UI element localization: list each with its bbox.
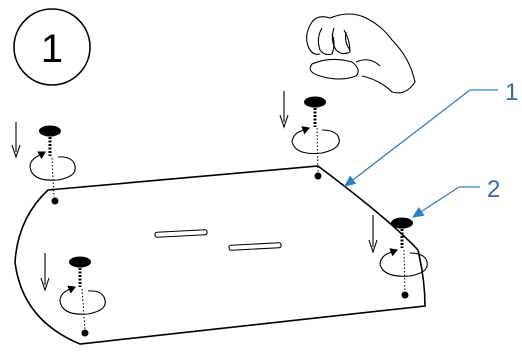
screw-icon xyxy=(391,217,413,248)
screw-icon xyxy=(39,125,61,156)
rotate-arrow-icon xyxy=(29,156,76,181)
rotate-arrow-icon xyxy=(379,252,428,277)
rotate-arrow-icon xyxy=(291,129,340,155)
screw-icon xyxy=(304,96,326,127)
table-top-panel xyxy=(14,165,426,345)
panel-slots xyxy=(154,229,282,251)
arrow-down-icon xyxy=(279,91,289,129)
callout-2: 2 xyxy=(411,176,500,218)
callout-label-1: 1 xyxy=(505,79,518,106)
callout-1: 1 xyxy=(343,79,518,187)
arrow-down-icon xyxy=(40,253,50,292)
screw-assembly-bottom-left xyxy=(40,253,106,330)
hand-pinch-icon xyxy=(306,13,416,94)
screw-assembly-top-middle xyxy=(279,91,340,173)
arrow-down-icon xyxy=(11,122,21,159)
step-number-badge: 1 xyxy=(13,8,91,86)
arrow-down-icon xyxy=(368,215,378,254)
callout-label-2: 2 xyxy=(487,176,500,203)
screw-icon xyxy=(69,256,91,287)
screw-assembly-right xyxy=(368,215,428,292)
step-number: 1 xyxy=(41,27,63,71)
screw-holes xyxy=(51,172,409,337)
screw-assembly-top-left xyxy=(11,122,76,198)
rotate-arrow-icon xyxy=(59,290,106,315)
